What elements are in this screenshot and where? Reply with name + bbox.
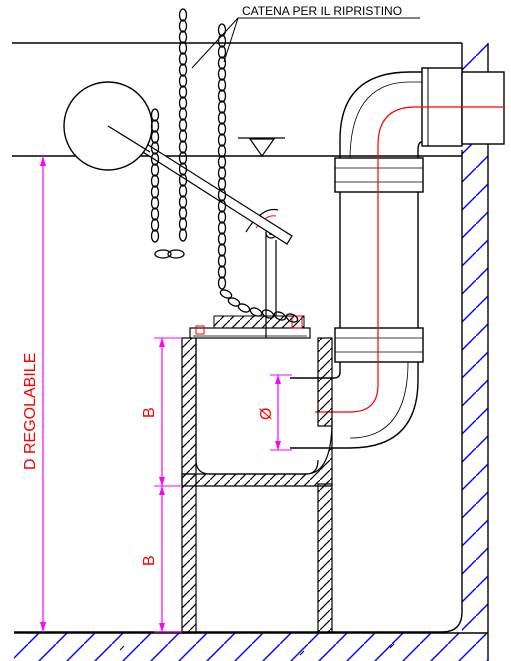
chain-link xyxy=(217,23,227,37)
chain-link xyxy=(217,34,227,48)
chain-link xyxy=(178,206,188,220)
chain-link xyxy=(178,107,188,121)
chain-link xyxy=(150,229,160,243)
water-level-symbol xyxy=(238,137,285,158)
float xyxy=(63,81,293,245)
chain-link xyxy=(217,155,227,169)
chain-link xyxy=(217,100,227,114)
chain-link xyxy=(178,96,188,110)
chain-link xyxy=(178,19,188,33)
chain-link xyxy=(217,89,227,103)
chain-link xyxy=(249,307,263,317)
chain-link xyxy=(178,30,188,44)
chain-link xyxy=(150,141,160,155)
chain-link xyxy=(150,108,160,122)
chain-link xyxy=(217,265,227,279)
chain-link xyxy=(217,111,227,125)
leader-line-1 xyxy=(191,17,239,69)
chain-link xyxy=(217,144,227,158)
chain-link xyxy=(178,195,188,209)
chain-link xyxy=(178,184,188,198)
chain-link xyxy=(178,162,188,176)
chain-link xyxy=(217,133,227,147)
chain-link xyxy=(217,188,227,202)
chain-link xyxy=(178,228,188,242)
chain-label: CATENA PER IL RIPRISTINO xyxy=(242,4,402,18)
chain-link xyxy=(217,276,227,290)
b-lower-label: B xyxy=(141,555,158,566)
chain-link xyxy=(217,45,227,59)
chain-link xyxy=(217,78,227,92)
chain-link xyxy=(178,8,188,22)
chain-link xyxy=(217,243,227,257)
chain-link xyxy=(150,130,160,144)
dimension-diameter xyxy=(270,374,292,451)
chamber xyxy=(181,327,333,634)
chain-link xyxy=(217,56,227,70)
chain-link xyxy=(150,207,160,221)
chain-link xyxy=(154,249,172,259)
chain-link xyxy=(217,221,227,235)
reset-chain xyxy=(150,8,299,323)
chain-link xyxy=(217,177,227,191)
chain-link xyxy=(237,303,251,313)
pipe-centerline xyxy=(315,106,504,413)
chain-link xyxy=(178,217,188,231)
chain-link xyxy=(217,232,227,246)
chain-link xyxy=(150,196,160,210)
b-upper-label: B xyxy=(141,407,158,418)
chain-link xyxy=(217,122,227,136)
chain-link xyxy=(150,163,160,177)
dimension-d xyxy=(40,156,46,632)
chain-link xyxy=(178,118,188,132)
chain-link xyxy=(178,129,188,143)
dimension-b xyxy=(154,337,182,633)
floor-marks xyxy=(119,643,395,656)
chain-link xyxy=(219,289,233,299)
riser-pipe xyxy=(290,71,424,449)
chain-link xyxy=(178,140,188,154)
chain-link xyxy=(150,218,160,232)
chain-link xyxy=(178,74,188,88)
chain-link xyxy=(261,309,275,319)
chain-link xyxy=(178,173,188,187)
chain-link xyxy=(167,249,185,259)
leader-line-2 xyxy=(223,17,239,63)
diameter-label: Ø xyxy=(258,408,275,420)
chain-link xyxy=(178,41,188,55)
chain-link xyxy=(150,185,160,199)
chain-link xyxy=(217,166,227,180)
depth-label: D REGOLABILE xyxy=(22,353,39,470)
chain-link xyxy=(178,63,188,77)
floor xyxy=(14,632,488,661)
chain-link xyxy=(178,85,188,99)
chain-link xyxy=(285,313,299,323)
chain-link xyxy=(217,210,227,224)
chain-link xyxy=(150,152,160,166)
chain-link xyxy=(178,52,188,66)
chain-link xyxy=(150,174,160,188)
chain-link xyxy=(273,311,287,321)
chain-link xyxy=(150,119,160,133)
chain-link xyxy=(178,151,188,165)
chain-link xyxy=(217,199,227,213)
valve-mechanism xyxy=(195,208,305,338)
chain-link xyxy=(217,254,227,268)
chain-link xyxy=(217,67,227,81)
